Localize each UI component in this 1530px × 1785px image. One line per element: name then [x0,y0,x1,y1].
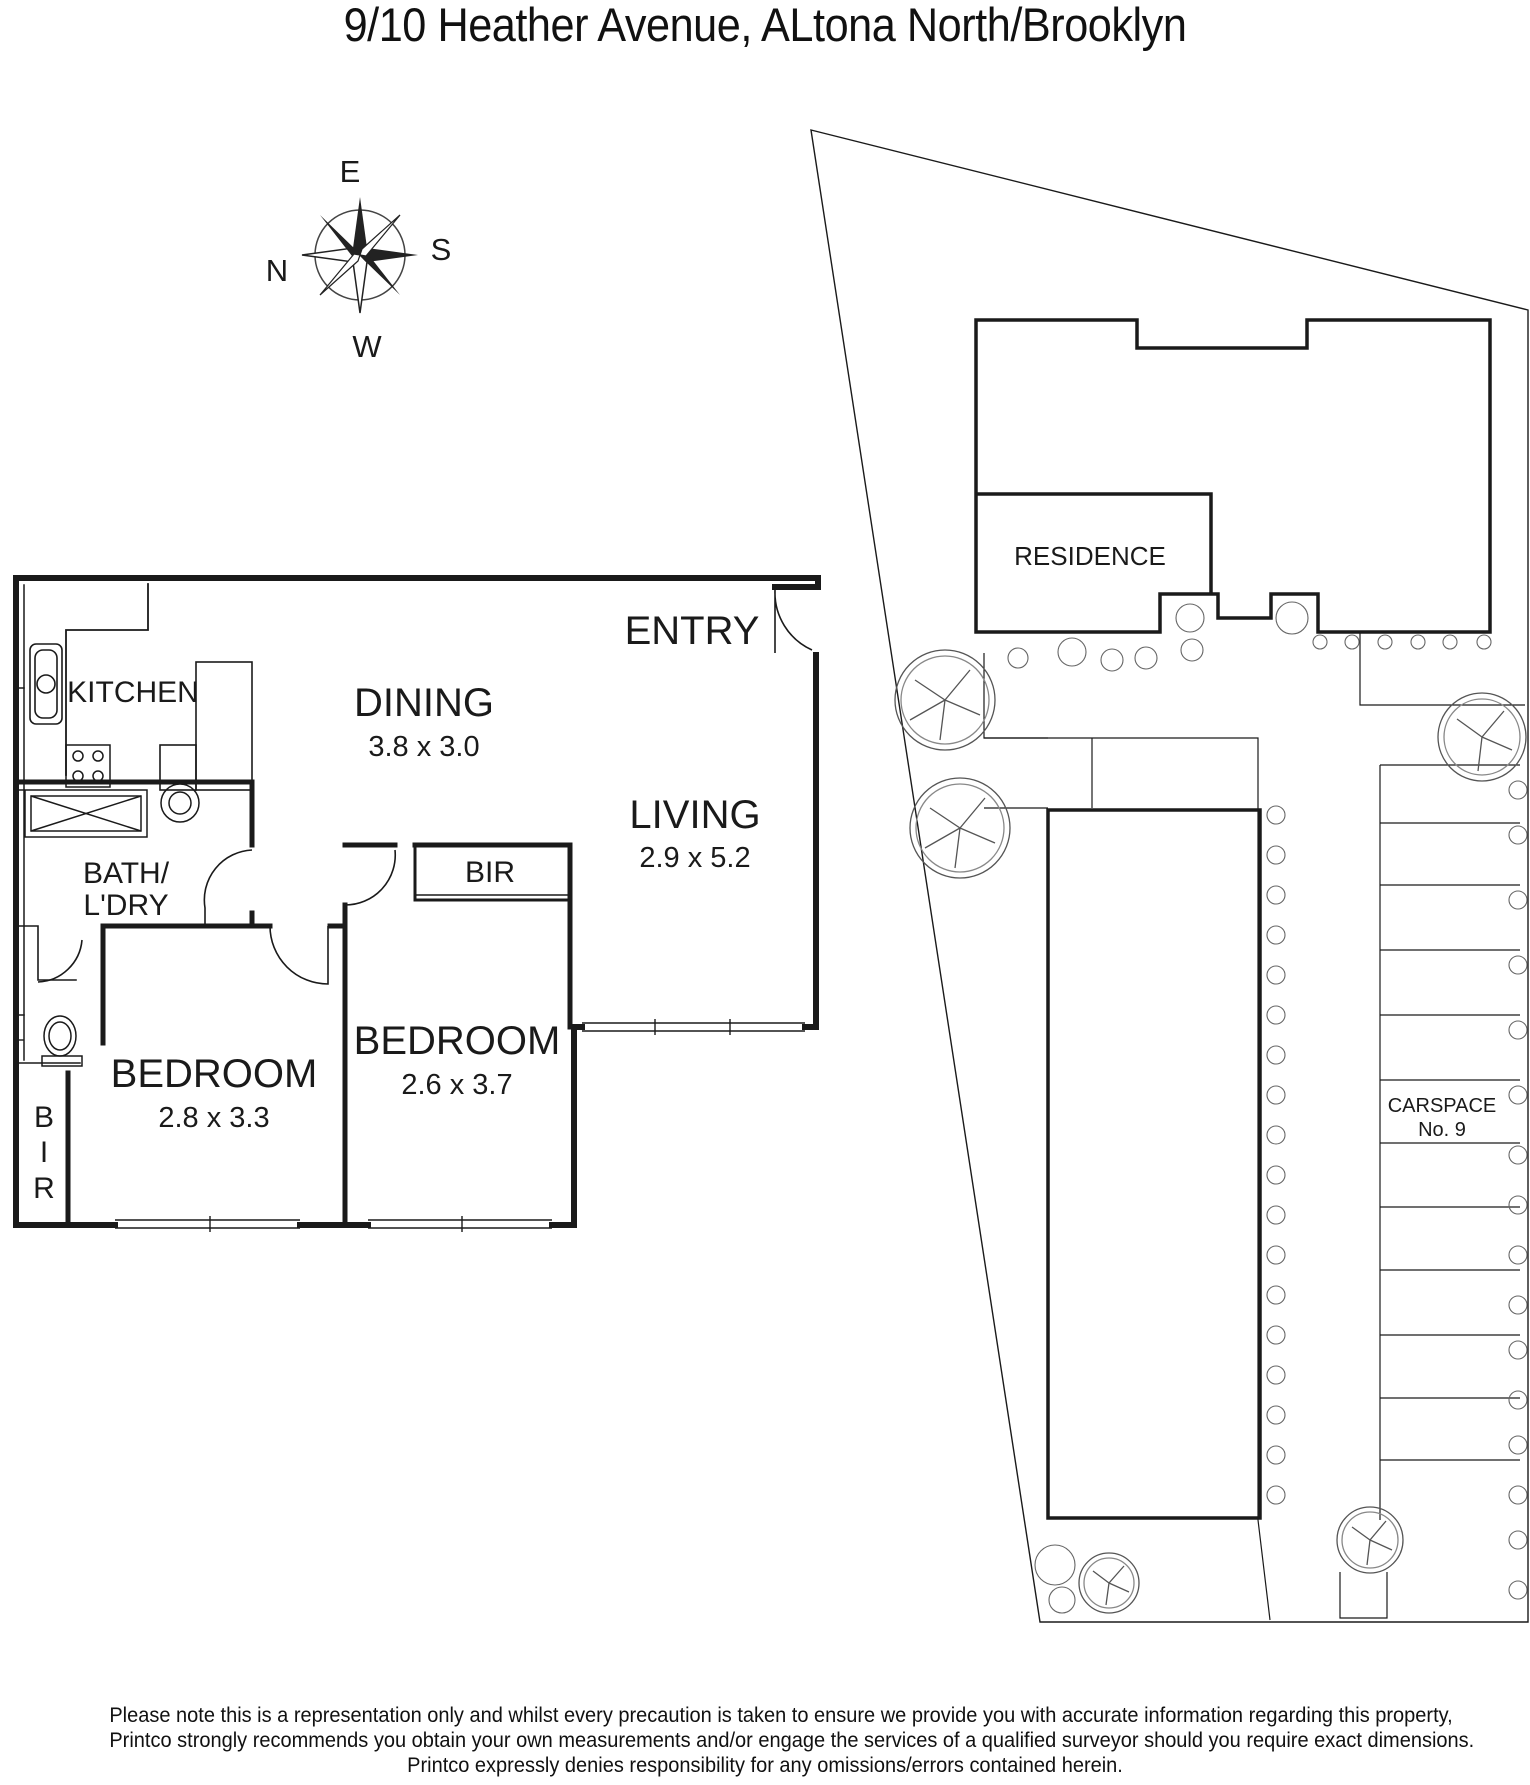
bath-label: BATH/ [83,857,170,890]
disclaimer-line: Please note this is a representation onl… [109,1703,1453,1727]
carspace-number: No. 9 [1418,1119,1466,1141]
bedroom-right-label: BEDROOM [354,1019,561,1063]
toilet-icon [41,1015,83,1067]
shrub-icons [1007,601,1528,1614]
kitchen-sink-icon [29,643,63,725]
stove-icon [65,744,111,788]
door-swings [37,589,813,985]
compass-north-label: N [266,253,288,288]
living-size: 2.9 x 5.2 [639,842,750,874]
page-title: 9/10 Heather Avenue, ALtona North/Brookl… [343,0,1187,51]
disclaimer-line: Printco expressly denies responsibility … [407,1753,1123,1777]
windows [16,1019,805,1232]
bir-label: BIR [465,856,515,889]
basin-icon [160,783,200,823]
compass-rose-icon [301,197,418,314]
tree-icons [894,649,1527,1614]
disclaimer-line: Printco strongly recommends you obtain y… [109,1728,1475,1752]
residence-label: RESIDENCE [1014,541,1166,571]
compass-west-label: W [352,329,382,364]
apartment-walls [13,575,821,1228]
dining-label: DINING [354,681,494,725]
living-label: LIVING [629,793,760,837]
bir-left-r: R [33,1172,55,1205]
bedroom-left-size: 2.8 x 3.3 [158,1102,269,1134]
bedroom-right-size: 2.6 x 3.7 [401,1069,512,1101]
disclaimer: Please note this is a representation onl… [109,1703,1475,1778]
kitchen-label: KITCHEN [67,676,199,709]
bir-left-i: I [40,1136,48,1169]
site-plan [810,129,1529,1623]
dining-size: 3.8 x 3.0 [368,731,479,763]
laundry-label: L'DRY [83,889,168,922]
bathtub-icon [24,789,148,838]
compass-east-label: E [340,154,361,189]
entry-label: ENTRY [625,609,760,653]
carspace-label: CARSPACE [1388,1095,1497,1117]
bir-left-b: B [34,1101,54,1134]
compass-south-label: S [431,232,452,267]
bedroom-left-label: BEDROOM [111,1052,318,1096]
